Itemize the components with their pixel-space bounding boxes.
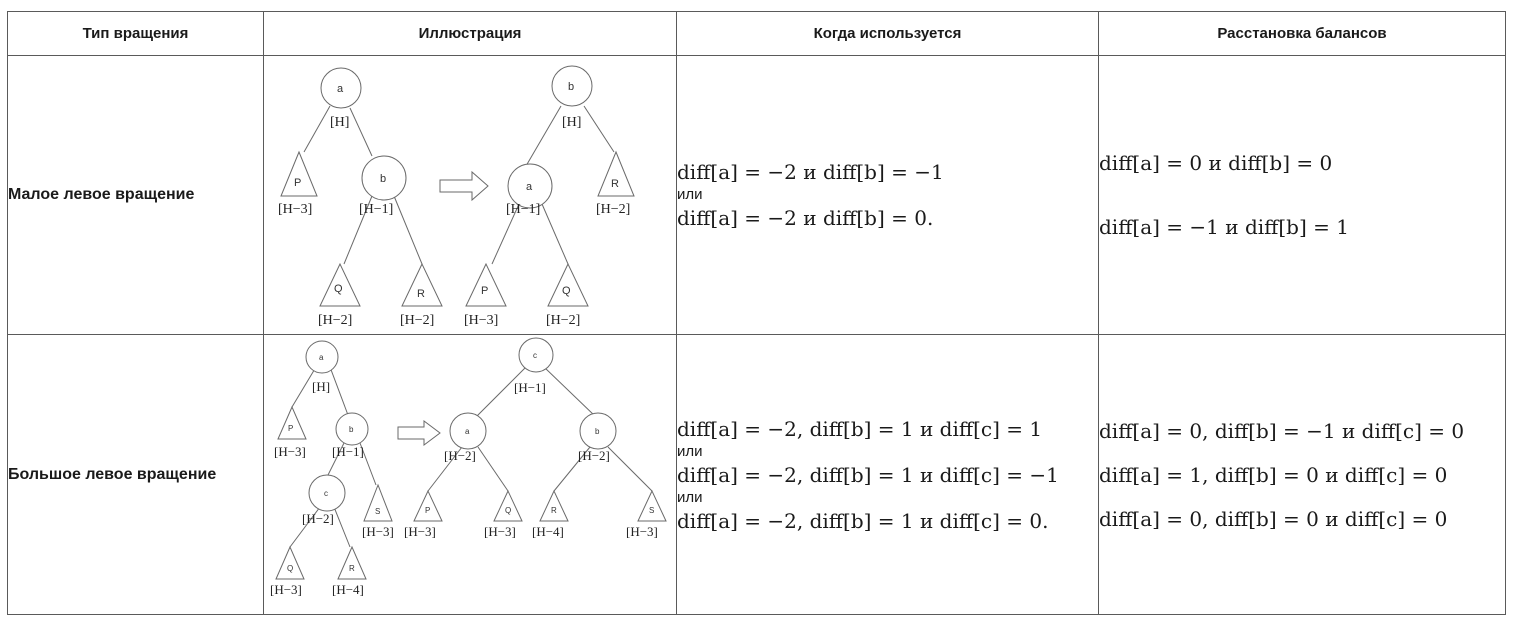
when-used-cell: diff[a] = −2 и diff[b] = −1 или diff[a] … xyxy=(676,55,1099,335)
big-rotation-illustration: a [H] P [H−3] b [H−1] c [H−2] S [H−3] Q … xyxy=(263,334,677,615)
table-row: Малое левое вращение a [H] P [H−3] b [H−… xyxy=(7,55,1506,335)
height-label: [H−1] xyxy=(332,444,364,459)
condition-formula: diff[a] = −2, diff[b] = 1 и diff[c] = −1 xyxy=(677,462,1059,487)
node-a-label: a xyxy=(319,353,324,362)
height-label: [H−3] xyxy=(464,313,498,328)
subtree-p-label: P xyxy=(288,424,293,433)
height-label: [H−2] xyxy=(318,313,352,328)
balance-formula: diff[a] = 0, diff[b] = 0 и diff[c] = 0 xyxy=(1099,506,1448,531)
subtree-r-label: R xyxy=(611,178,619,190)
subtree-r-label: R xyxy=(349,564,355,573)
node-b-label: b xyxy=(568,81,574,93)
height-label: [H−3] xyxy=(278,202,312,217)
condition-formula: diff[a] = −2 и diff[b] = −1 xyxy=(677,160,944,184)
subtree-s-label: S xyxy=(649,506,654,515)
subtree-s-label: S xyxy=(375,507,380,516)
node-a-label: a xyxy=(526,181,533,193)
header-row: Тип вращения Иллюстрация Когда используе… xyxy=(7,11,1506,56)
header-illustration: Иллюстрация xyxy=(263,11,677,56)
arrow-right-icon xyxy=(397,420,441,446)
height-label: [H−2] xyxy=(302,511,334,526)
balances-cell: diff[a] = 0 и diff[b] = 0 diff[a] = −1 и… xyxy=(1098,55,1506,335)
header-when: Когда используется xyxy=(676,11,1099,56)
height-label: [H] xyxy=(330,115,349,130)
node-a-label: a xyxy=(337,83,344,95)
subtree-q-label: Q xyxy=(334,283,343,295)
or-text: или xyxy=(677,488,703,506)
balance-formula: diff[a] = 0, diff[b] = −1 и diff[c] = 0 xyxy=(1099,418,1465,443)
rotation-name: Большое левое вращение xyxy=(7,334,264,615)
when-used-cell: diff[a] = −2, diff[b] = 1 и diff[c] = 1 … xyxy=(676,334,1099,615)
small-rotation-illustration: a [H] P [H−3] b [H−1] Q [H−2] R [H−2] xyxy=(263,55,677,335)
subtree-q-label: Q xyxy=(505,506,511,515)
height-label: [H−2] xyxy=(546,313,580,328)
height-label: [H−4] xyxy=(332,582,364,597)
subtree-q-label: Q xyxy=(562,285,571,297)
height-label: [H−1] xyxy=(359,202,393,217)
height-label: [H−4] xyxy=(532,524,564,539)
node-b-label: b xyxy=(595,427,600,436)
subtree-p-label: P xyxy=(294,177,301,189)
balance-formula: diff[a] = −1 и diff[b] = 1 xyxy=(1099,215,1349,239)
header-type: Тип вращения xyxy=(7,11,264,56)
height-label: [H] xyxy=(562,115,581,130)
balance-formula: diff[a] = 1, diff[b] = 0 и diff[c] = 0 xyxy=(1099,462,1448,487)
subtree-q-label: Q xyxy=(287,564,293,573)
condition-formula: diff[a] = −2, diff[b] = 1 и diff[c] = 0. xyxy=(677,508,1049,533)
or-text: или xyxy=(677,442,703,460)
balance-formula: diff[a] = 0 и diff[b] = 0 xyxy=(1099,151,1333,175)
table-row: Большое левое вращение a [H] P [H−3] b [… xyxy=(7,334,1506,615)
or-text: или xyxy=(677,186,703,203)
node-c-label: c xyxy=(324,489,328,498)
height-label: [H−3] xyxy=(270,582,302,597)
rotation-table: Тип вращения Иллюстрация Когда используе… xyxy=(7,11,1506,615)
height-label: [H−1] xyxy=(514,380,546,395)
height-label: [H−2] xyxy=(596,202,630,217)
subtree-r-label: R xyxy=(551,506,557,515)
height-label: [H−2] xyxy=(400,313,434,328)
height-label: [H−3] xyxy=(626,524,658,539)
balances-cell: diff[a] = 0, diff[b] = −1 и diff[c] = 0 … xyxy=(1098,334,1506,615)
height-label: [H−2] xyxy=(578,448,610,463)
subtree-p-label: P xyxy=(425,506,430,515)
header-balances: Расстановка балансов xyxy=(1098,11,1506,56)
height-label: [H−3] xyxy=(484,524,516,539)
node-c-label: c xyxy=(533,351,537,360)
height-label: [H−1] xyxy=(506,202,540,217)
node-b-label: b xyxy=(380,173,386,185)
subtree-r-label: R xyxy=(417,288,425,300)
height-label: [H−2] xyxy=(444,448,476,463)
height-label: [H−3] xyxy=(274,444,306,459)
height-label: [H−3] xyxy=(362,524,394,539)
arrow-right-icon xyxy=(439,170,489,202)
rotation-name: Малое левое вращение xyxy=(7,55,264,335)
subtree-p-label: P xyxy=(481,285,488,297)
height-label: [H] xyxy=(312,379,330,394)
node-b-label: b xyxy=(349,425,354,434)
condition-formula: diff[a] = −2 и diff[b] = 0. xyxy=(677,206,934,230)
condition-formula: diff[a] = −2, diff[b] = 1 и diff[c] = 1 xyxy=(677,416,1043,441)
height-label: [H−3] xyxy=(404,524,436,539)
node-a-label: a xyxy=(465,427,470,436)
